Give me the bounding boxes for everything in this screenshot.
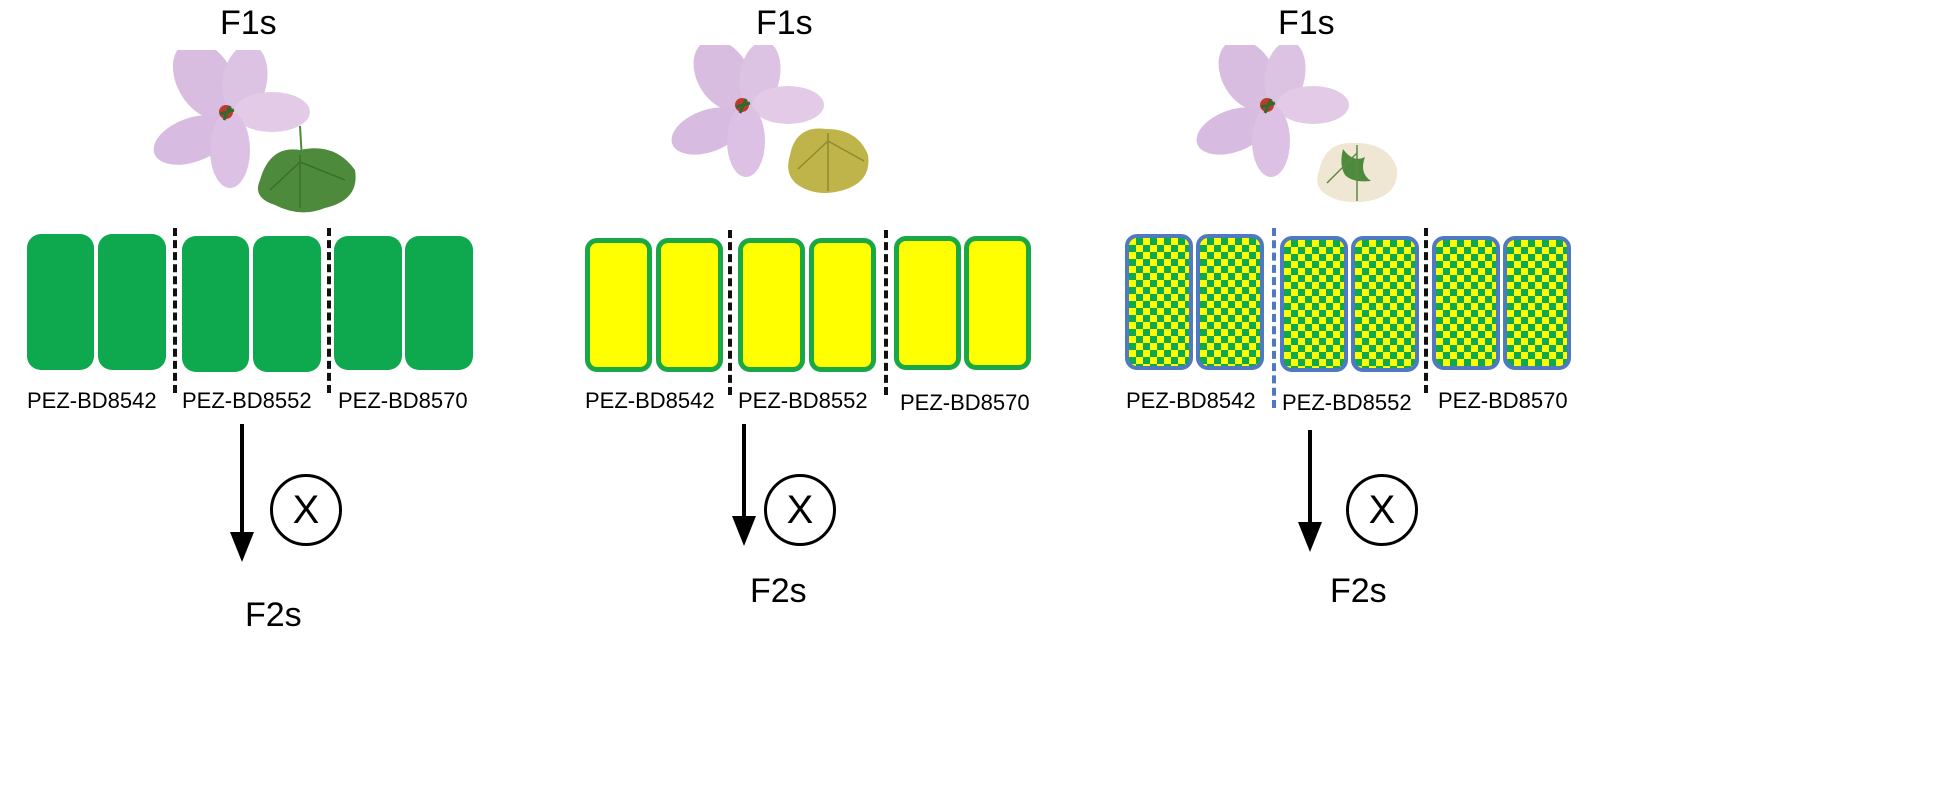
f1s-label: F1s <box>220 4 277 42</box>
flower-leaf-image <box>153 50 356 213</box>
down-arrow-icon <box>1298 430 1322 552</box>
tile <box>182 236 249 372</box>
tile <box>656 238 723 372</box>
tile <box>334 236 402 370</box>
f2s-label: F2s <box>1330 572 1387 610</box>
dashed-divider <box>1272 228 1276 408</box>
accession-label: PEZ-BD8570 <box>900 390 1030 415</box>
accession-label: PEZ-BD8542 <box>585 388 715 413</box>
down-arrow-icon <box>230 424 254 562</box>
tile <box>405 236 473 370</box>
yellow-leaf-icon <box>788 128 869 193</box>
flower-leaf-image <box>1196 45 1398 203</box>
tile <box>585 238 652 372</box>
f2s-label: F2s <box>245 596 302 634</box>
flower-icon <box>153 50 310 188</box>
tile <box>27 234 94 370</box>
accession-label: PEZ-BD8552 <box>738 388 868 413</box>
dashed-divider <box>1424 228 1428 393</box>
tile <box>894 236 961 370</box>
dashed-divider <box>327 228 331 393</box>
tile <box>809 238 876 372</box>
f1s-label: F1s <box>756 4 813 42</box>
tile <box>1432 236 1500 370</box>
green-leaf-icon <box>257 125 356 213</box>
accession-label: PEZ-BD8570 <box>338 388 468 413</box>
panel-yellow: F1s PEZ-BD8542 PEZ-BD8552 PEZ-BD8570 X F… <box>578 0 1178 793</box>
f2s-label: F2s <box>750 572 807 610</box>
flower-leaf-image <box>671 45 869 193</box>
variegated-leaf-icon <box>1317 142 1398 203</box>
tile <box>964 236 1031 370</box>
tile <box>1125 234 1193 370</box>
tile <box>98 234 166 370</box>
tile <box>1196 234 1264 370</box>
cross-symbol: X <box>270 474 342 546</box>
accession-label: PEZ-BD8542 <box>27 388 157 413</box>
panel-variegated: F1s PEZ-BD8542 PEZ-BD8552 PEZ-BD8570 X F… <box>1125 0 1950 793</box>
tile <box>1280 236 1348 372</box>
cross-symbol: X <box>1346 474 1418 546</box>
panel-green: F1s PEZ-BD8542 PEZ-BD8552 PEZ-BD8570 X F… <box>20 0 620 793</box>
f1s-label: F1s <box>1278 4 1335 42</box>
accession-label: PEZ-BD8570 <box>1438 388 1568 413</box>
dashed-divider <box>884 230 888 395</box>
tile <box>738 238 805 372</box>
tile <box>1503 236 1571 370</box>
dashed-divider <box>173 228 177 393</box>
accession-label: PEZ-BD8552 <box>182 388 312 413</box>
flower-icon <box>1196 45 1349 177</box>
flower-icon <box>671 45 824 177</box>
tile <box>1351 236 1419 372</box>
dashed-divider <box>728 230 732 395</box>
accession-label: PEZ-BD8542 <box>1126 388 1256 413</box>
down-arrow-icon <box>732 424 756 546</box>
cross-symbol: X <box>764 474 836 546</box>
accession-label: PEZ-BD8552 <box>1282 390 1412 415</box>
tile <box>253 236 321 372</box>
